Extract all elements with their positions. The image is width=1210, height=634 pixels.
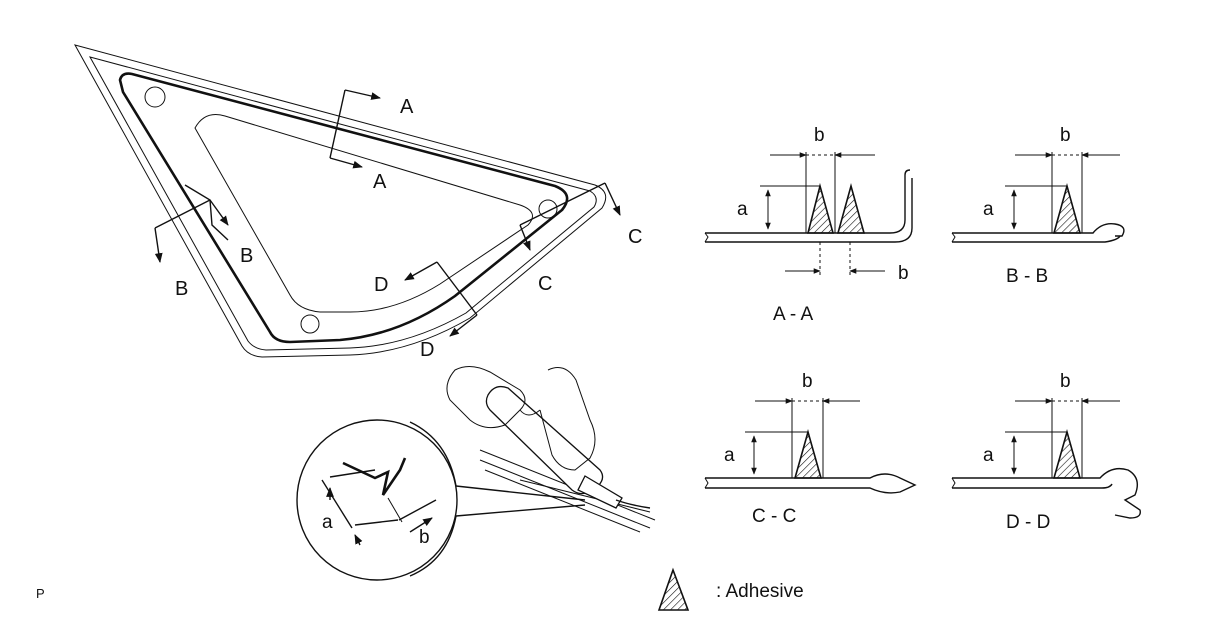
- circle-label-a: a: [322, 512, 333, 533]
- aa-dim-a: a: [737, 199, 748, 220]
- dd-dim-a: a: [983, 445, 994, 466]
- dd-title: D - D: [1006, 512, 1050, 533]
- label-a-lower: A: [373, 171, 387, 193]
- corner-mark: P: [36, 586, 45, 601]
- label-d-lower: D: [420, 339, 434, 361]
- adhesive-gun-illustration: [446, 366, 656, 533]
- label-c-upper: C: [628, 226, 642, 248]
- adhesive-legend-icon: [657, 567, 690, 611]
- section-cut-a: [329, 89, 381, 169]
- section-dd: [951, 398, 1141, 519]
- aa-dim-b-bottom: b: [898, 263, 909, 284]
- section-cut-c: [519, 182, 621, 251]
- aa-dim-b-top: b: [814, 125, 825, 146]
- section-bb: [951, 152, 1125, 243]
- cc-dim-a: a: [724, 445, 735, 466]
- circle-label-b: b: [419, 527, 430, 548]
- label-a-upper: A: [400, 96, 414, 118]
- cc-title: C - C: [752, 506, 796, 527]
- label-c-lower: C: [538, 273, 552, 295]
- label-b-lower: B: [175, 278, 188, 300]
- aa-title: A - A: [773, 304, 813, 325]
- quarter-window-glass: [73, 44, 607, 358]
- cc-dim-b: b: [802, 371, 813, 392]
- bb-dim-b: b: [1060, 125, 1071, 146]
- magnified-detail: [296, 419, 586, 581]
- section-cc: [704, 398, 917, 494]
- dd-dim-b: b: [1060, 371, 1071, 392]
- label-d-upper: D: [374, 274, 388, 296]
- section-cut-d: [404, 261, 478, 337]
- bb-title: B - B: [1006, 266, 1048, 287]
- adhesive-legend-text: : Adhesive: [716, 581, 804, 602]
- bb-dim-a: a: [983, 199, 994, 220]
- section-aa: [704, 152, 913, 275]
- section-cut-b: [154, 199, 229, 263]
- label-b-upper: B: [240, 245, 253, 267]
